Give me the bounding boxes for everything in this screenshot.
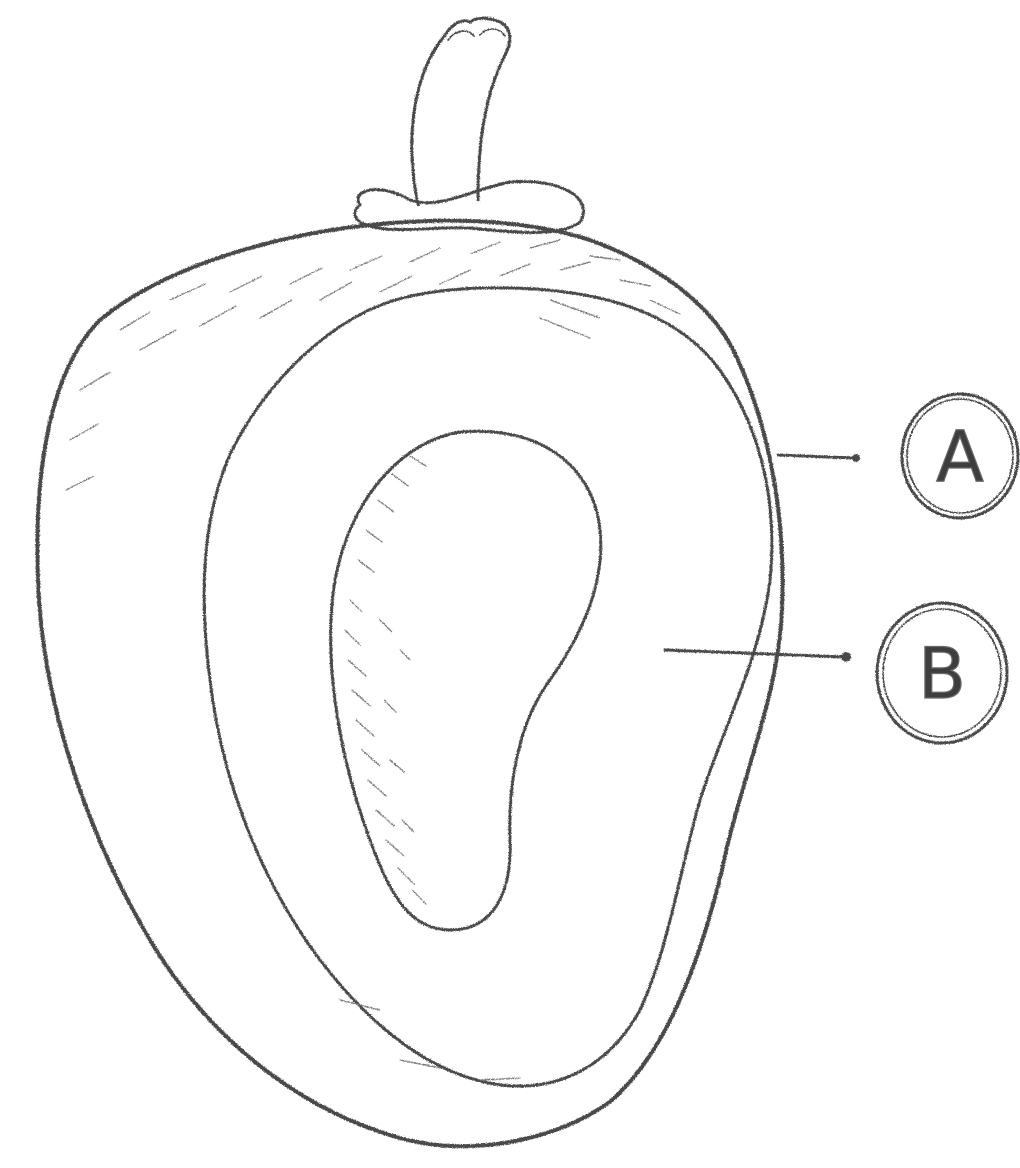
- stalk: [412, 18, 510, 205]
- seed: [331, 431, 601, 930]
- outer-skin: [37, 221, 782, 1147]
- leader-line-b: [665, 650, 851, 662]
- label-b: B: [918, 633, 966, 715]
- leader-line-a: [778, 454, 860, 462]
- flesh-boundary: [204, 288, 772, 1086]
- label-a: A: [936, 416, 984, 498]
